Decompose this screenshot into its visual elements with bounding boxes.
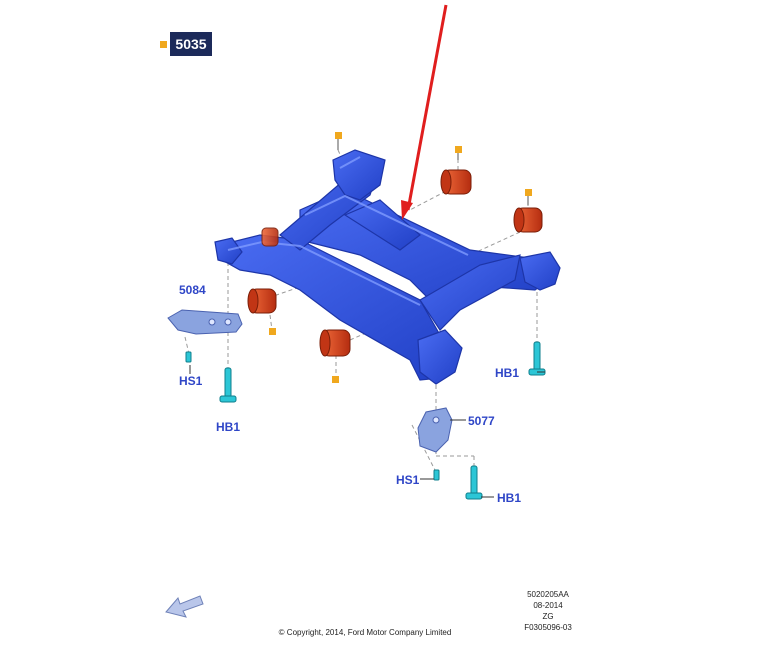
bolt-hb1-far-right [528, 341, 546, 376]
frame-highlights [227, 156, 469, 306]
callout-hb1-far-right: HB1 [495, 366, 520, 380]
callout-ticks [189, 365, 545, 498]
bracket-5077 [417, 407, 453, 453]
bolt-hb1-right [465, 465, 483, 500]
bushing-upper-left [440, 169, 472, 195]
part-number-badge: 5035 [170, 32, 212, 56]
marker-stems [337, 139, 529, 205]
indicator-arrow [401, 4, 448, 220]
callout-hb1-left: HB1 [216, 420, 241, 434]
callout-5084: 5084 [179, 283, 206, 297]
callout-hs1-right: HS1 [396, 473, 420, 487]
figure-date: 08-2014 [533, 601, 563, 610]
screw-hs1-right [433, 469, 440, 481]
figure-code: 5020205AA [527, 590, 569, 599]
bushing-upper-right [513, 207, 543, 233]
marker-squares [269, 132, 532, 383]
callout-5077: 5077 [468, 414, 495, 428]
callout-hs1-left: HS1 [179, 374, 203, 388]
front-direction-arrow-icon [165, 595, 204, 618]
bushings [247, 169, 543, 357]
bolt-hb1-left [219, 367, 237, 403]
figure-suffix: ZG [542, 612, 554, 621]
bushing-lower-middle [319, 329, 351, 357]
figure-meta: 5020205AA 08-2014 ZG F0305096-03 [500, 589, 596, 633]
bushing-lower-left [247, 288, 277, 314]
marker-square [160, 41, 167, 48]
rear-subframe [214, 149, 561, 385]
bushing-frame-left [261, 227, 279, 247]
copyright-text: © Copyright, 2014, Ford Motor Company Li… [278, 628, 452, 637]
figure-number: F0305096-03 [524, 623, 572, 632]
bracket-5084 [167, 309, 243, 335]
screw-hs1-left [185, 351, 192, 363]
callout-hb1-right: HB1 [497, 491, 522, 505]
